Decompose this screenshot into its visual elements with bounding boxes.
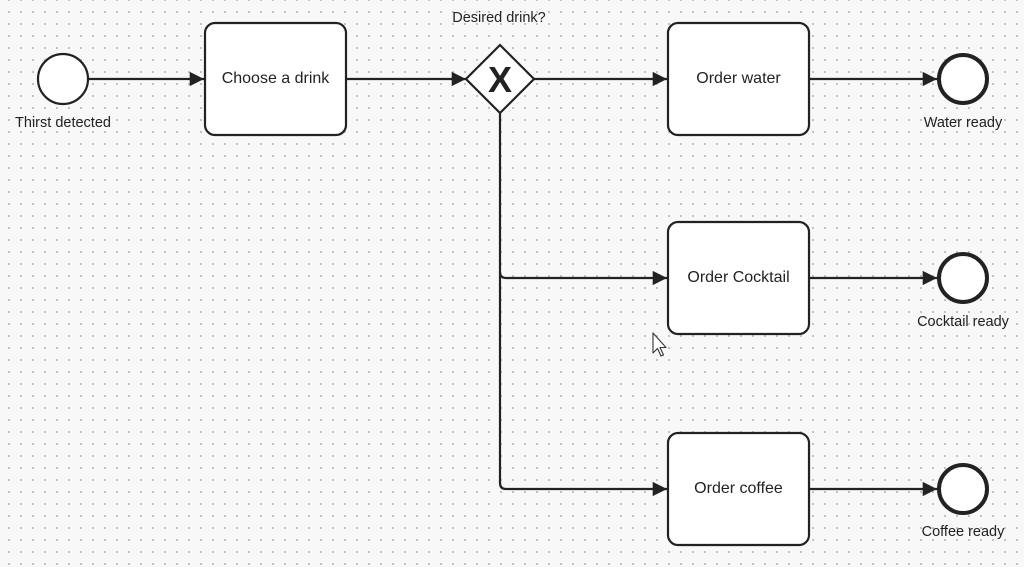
end-event-cocktail-label: Cocktail ready [917, 314, 1009, 330]
gateway-label: Desired drink? [452, 10, 546, 26]
mouse-cursor-icon [652, 332, 667, 357]
start-event-label: Thirst detected [15, 115, 111, 131]
task-choose-drink[interactable] [203, 21, 348, 137]
start-event-circle[interactable] [36, 52, 90, 106]
flow-gateway-to-coffee[interactable] [498, 272, 667, 497]
task-order-cocktail[interactable] [666, 220, 811, 336]
end-event-water-label: Water ready [923, 115, 1003, 131]
flow-gateway-to-cocktail[interactable] [498, 113, 667, 286]
task-order-coffee[interactable] [666, 431, 811, 547]
end-event-coffee[interactable] [937, 463, 989, 515]
exclusive-gateway[interactable] [464, 43, 536, 115]
end-event-cocktail[interactable] [937, 252, 989, 304]
gateway-x-marker: X [488, 59, 512, 100]
task-order-water[interactable] [666, 21, 811, 137]
end-event-coffee-label: Coffee ready [921, 524, 1005, 540]
end-event-water[interactable] [937, 53, 989, 105]
